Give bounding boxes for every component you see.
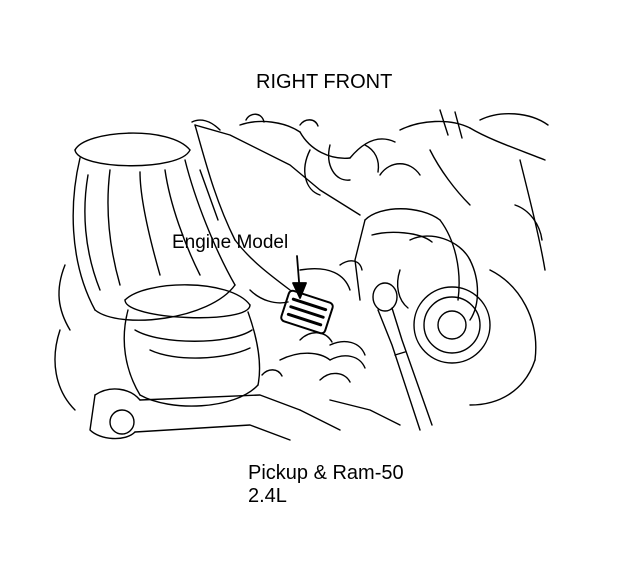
vehicle-model-caption: Pickup & Ram-50: [248, 462, 404, 484]
throttle-body-coupling: [123, 284, 261, 407]
engine-block-contours: [194, 109, 549, 291]
lower-bracket: [54, 264, 341, 441]
alternator-assembly: [354, 208, 537, 406]
lower-hoses: [261, 332, 401, 426]
misc-engine-details: [191, 119, 543, 304]
engine-model-plate: [280, 289, 334, 335]
engine-model-callout-label: Engine Model: [172, 232, 289, 253]
engine-displacement-caption: 2.4L: [248, 485, 287, 507]
view-orientation-label: RIGHT FRONT: [256, 71, 393, 93]
dipstick-rod: [372, 282, 433, 431]
air-intake-hose: [72, 132, 236, 321]
callout-arrow: [292, 255, 307, 299]
